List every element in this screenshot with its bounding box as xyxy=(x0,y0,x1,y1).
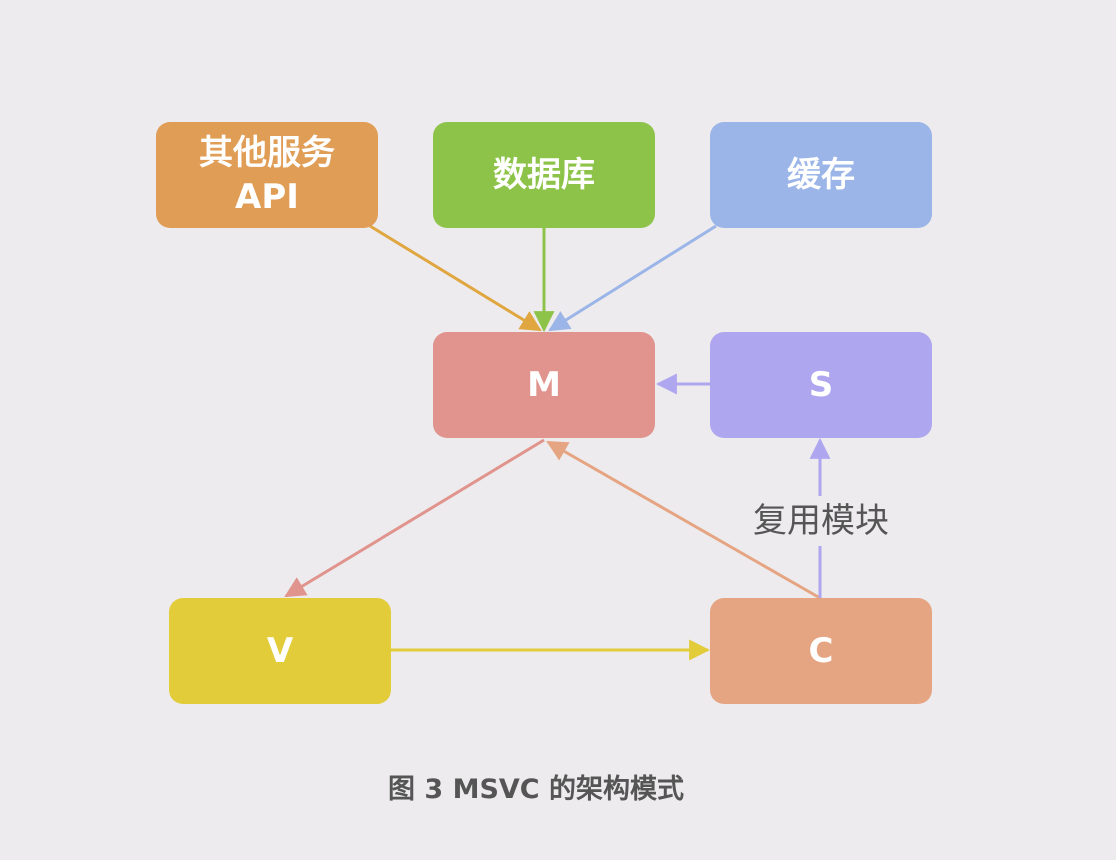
edge-model-to-view xyxy=(284,438,545,598)
edge-cache-to-model xyxy=(548,224,717,332)
edge-api-to-model xyxy=(369,224,542,332)
node-model: M xyxy=(433,332,655,438)
node-model-label: M xyxy=(527,365,561,405)
node-database: 数据库 xyxy=(433,122,655,228)
node-controller-label: C xyxy=(808,631,834,671)
edge-controller-to-model xyxy=(546,440,821,600)
node-database-label: 数据库 xyxy=(493,155,595,195)
node-other-api: 其他服务 API xyxy=(156,122,378,228)
node-service: S xyxy=(710,332,932,438)
edge-label-reuse-module: 复用模块 xyxy=(736,496,906,546)
node-other-api-label: 其他服务 API xyxy=(199,133,335,217)
node-cache: 缓存 xyxy=(710,122,932,228)
node-cache-label: 缓存 xyxy=(787,155,855,195)
node-controller: C xyxy=(710,598,932,704)
node-view-label: V xyxy=(266,631,294,671)
node-view: V xyxy=(169,598,391,704)
figure-caption: 图 3 MSVC 的架构模式 xyxy=(387,774,684,805)
node-service-label: S xyxy=(808,365,834,405)
